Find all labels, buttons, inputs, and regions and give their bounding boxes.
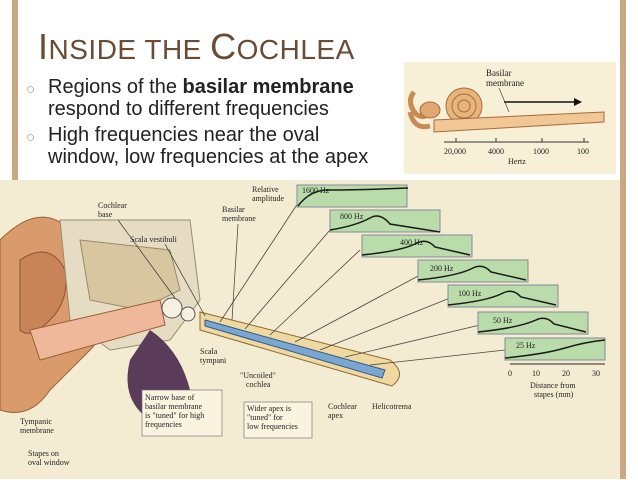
bullet-item: ○ High frequencies near the oval window,… — [22, 124, 392, 168]
label-narrow-base: Narrow base of — [145, 393, 195, 402]
callout-wider-apex — [243, 401, 313, 439]
label-wider-apex: low frequencies — [247, 422, 298, 431]
curve-400 — [361, 240, 471, 256]
callout-narrow-base — [141, 389, 223, 437]
connector-lines — [219, 199, 506, 366]
uncoiled-tube — [433, 111, 605, 133]
curve-200 — [417, 265, 527, 281]
ossicle — [180, 306, 196, 322]
arrow-head — [574, 98, 582, 106]
label-cochlear-base: Cochlear — [98, 201, 127, 210]
semicircular-canal — [407, 111, 431, 130]
label-basilar: membrane — [222, 214, 256, 223]
title-initial-2: C — [210, 26, 237, 67]
leader-line — [164, 243, 206, 317]
label-basilar: Basilar — [222, 205, 245, 214]
panel-label: 200 Hz — [430, 264, 454, 273]
cochlea-spiral-turn — [451, 93, 477, 119]
label-tympanic-membrane: Tympanic — [20, 417, 52, 426]
distance-tick: 10 — [532, 369, 540, 378]
distance-tick: 0 — [508, 369, 512, 378]
distance-tick: 30 — [592, 369, 600, 378]
distance-label: stapes (mm) — [534, 390, 574, 399]
curve-800 — [329, 215, 441, 233]
label-narrow-base: basilar membrane — [145, 402, 203, 411]
panel-label: 25 Hz — [516, 341, 536, 350]
label-stapes: oval window — [28, 458, 70, 467]
label-uncoiled-cochlea: "Uncoiled" — [240, 371, 276, 380]
label-narrow-base: frequencies — [145, 420, 182, 429]
bullet-list: ○ Regions of the basilar membrane respon… — [22, 76, 392, 172]
curve-50 — [477, 317, 587, 333]
tick-label: 20,000 — [444, 147, 466, 156]
bullet-text: Regions of the — [48, 76, 183, 98]
distance-label: Distance from — [530, 381, 576, 390]
curve-100 — [447, 290, 557, 306]
bullet-bold: basilar membrane — [182, 76, 354, 98]
title-initial-1: I — [38, 26, 49, 67]
bullet-icon: ○ — [26, 129, 36, 146]
panel-label: 1600 Hz — [302, 186, 330, 195]
label-uncoiled-cochlea: cochlea — [246, 380, 271, 389]
frequency-panels: 1600 Hz 800 Hz 400 Hz 200 Hz 100 Hz 50 H… — [296, 184, 606, 361]
bullet-item: ○ Regions of the basilar membrane respon… — [22, 76, 392, 120]
label-relative-amplitude: Relative — [252, 185, 279, 194]
label-relative-amplitude: amplitude — [252, 194, 284, 203]
tick-label: 4000 — [488, 147, 504, 156]
label-wider-apex: "tuned" for — [247, 413, 283, 422]
slide-title: INSIDE THE COCHLEA — [38, 26, 355, 68]
label-scala-tympani: Scala — [200, 347, 218, 356]
label-scala-tympani: tympani — [200, 356, 227, 365]
cochlea-spiral-turn — [457, 99, 471, 113]
cochlea-diagram-svg: 1600 Hz 800 Hz 400 Hz 200 Hz 100 Hz 50 H… — [0, 184, 606, 467]
label-cochlear-apex: apex — [328, 411, 343, 420]
bullet-icon: ○ — [26, 81, 36, 98]
basilar-label: Basilar — [486, 68, 512, 78]
small-cochlea-svg: Basilar membrane 20,000 4000 1000 100 He… — [407, 68, 605, 166]
basilar-membrane — [204, 319, 386, 379]
axis-label: Hertz — [508, 157, 526, 166]
membrane-label: membrane — [486, 78, 524, 88]
small-cochlea-figure: Basilar membrane 20,000 4000 1000 100 He… — [404, 62, 616, 174]
leader-line — [498, 87, 510, 113]
leader-line — [231, 223, 239, 321]
label-cochlear-base: base — [98, 210, 113, 219]
label-cochlear-apex: Cochlear — [328, 402, 357, 411]
distance-tick: 20 — [562, 369, 570, 378]
bullet-text: High frequencies near the oval window, l… — [48, 124, 369, 168]
cochlea-diagram: 1600 Hz 800 Hz 400 Hz 200 Hz 100 Hz 50 H… — [0, 180, 620, 479]
panel-label: 50 Hz — [493, 316, 513, 325]
label-wider-apex: Wider apex is — [247, 404, 291, 413]
ear-fold — [19, 251, 67, 334]
leader-line — [117, 219, 176, 299]
title-part-2: OCHLEA — [236, 34, 355, 65]
bullet-text: respond to different frequencies — [48, 98, 329, 120]
panel-800 — [329, 209, 441, 233]
label-scala-vestibuli: Scala vestibuli — [130, 235, 178, 244]
label-tympanic-membrane: membrane — [20, 426, 54, 435]
ear-canal — [29, 299, 166, 361]
tick-label: 100 — [577, 147, 589, 156]
curve-1600 — [297, 187, 409, 207]
label-stapes: Stapes on — [28, 449, 59, 458]
panel-label: 400 Hz — [400, 238, 424, 247]
ossicle — [161, 297, 183, 319]
panel-label: 100 Hz — [458, 289, 482, 298]
vestibule — [419, 101, 441, 119]
panel-label: 800 Hz — [340, 212, 364, 221]
label-helicotrema: Helicotrema — [372, 402, 412, 411]
curve-25 — [504, 339, 606, 359]
title-part-1: NSIDE THE — [48, 34, 211, 65]
right-border — [620, 0, 626, 479]
label-narrow-base: is "tuned" for high — [145, 411, 204, 420]
tick-label: 1000 — [533, 147, 549, 156]
